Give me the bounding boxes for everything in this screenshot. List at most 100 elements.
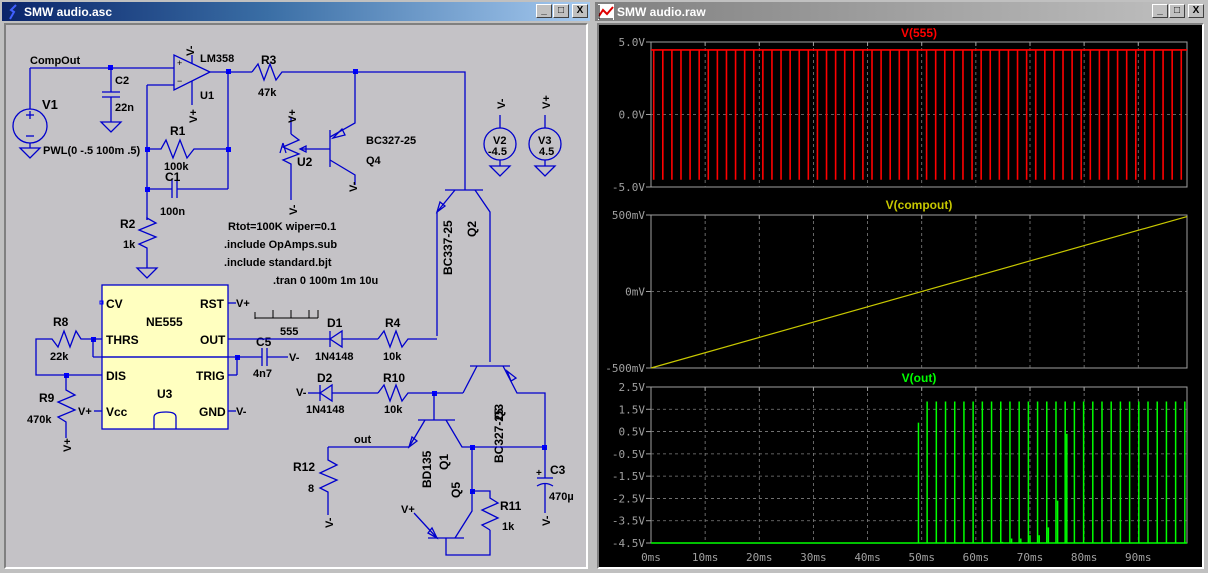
maximize-button[interactable]: □ [1169, 4, 1185, 18]
svg-text:Q1: Q1 [437, 454, 451, 470]
svg-text:8: 8 [308, 483, 314, 495]
x-tick-label: 40ms [854, 551, 881, 564]
minimize-button[interactable]: _ [536, 4, 552, 18]
component-c2[interactable]: C2 22n [99, 68, 134, 133]
y-tick-label: -2.5V [612, 492, 645, 505]
component-c3[interactable]: + V- C3 470µ [536, 447, 574, 526]
svg-text:100n: 100n [160, 206, 185, 218]
svg-text:BD135: BD135 [420, 450, 434, 488]
svg-text:V3: V3 [538, 135, 551, 147]
svg-text:10k: 10k [384, 404, 403, 416]
x-tick-label: 20ms [746, 551, 773, 564]
component-r1[interactable]: R1 100k [145, 124, 231, 173]
svg-text:R2: R2 [120, 217, 136, 231]
component-v3[interactable]: V+ V3 4.5 [528, 95, 562, 177]
close-button[interactable]: X [572, 4, 588, 18]
waveform-viewer-icon [598, 3, 614, 20]
maximize-button[interactable]: □ [553, 4, 569, 18]
component-v1[interactable]: V1 PWL(0 -.5 100m .5) [12, 68, 141, 159]
svg-text:C3: C3 [550, 463, 566, 477]
svg-text:4.5: 4.5 [539, 146, 554, 158]
component-q4[interactable]: V- BC327-25 Q4 [329, 72, 416, 192]
svg-text:Q5: Q5 [449, 482, 463, 498]
y-tick-label: 0.0V [619, 109, 646, 122]
component-r8[interactable]: R8 22k [35, 315, 237, 376]
spice-directives[interactable]: Rtot=100K wiper=0.1 .include OpAmps.sub … [224, 221, 378, 287]
net-label-out: out [354, 434, 371, 446]
y-tick-label: 500mV [612, 209, 645, 222]
window-title: SMW audio.asc [24, 4, 113, 19]
svg-text:V-: V- [288, 204, 300, 215]
component-r11[interactable]: R11 1k [472, 490, 522, 533]
y-tick-label: 5.0V [619, 36, 646, 49]
directive-param: Rtot=100K wiper=0.1 [228, 221, 336, 233]
waveform-titlebar[interactable]: SMW audio.raw _ □ X [595, 2, 1206, 21]
svg-text:RST: RST [200, 297, 225, 311]
svg-text:V-: V- [348, 181, 360, 192]
component-r3[interactable]: R3 47k [251, 53, 466, 190]
schematic-window: SMW audio.asc _ □ X V1 PWL(0 -.5 100m .5… [0, 0, 592, 573]
x-tick-label: 10ms [692, 551, 719, 564]
svg-text:470µ: 470µ [549, 491, 574, 503]
component-q1[interactable]: Q1 BD135 [407, 393, 547, 488]
svg-text:V2: V2 [493, 135, 506, 147]
v1-ref: V1 [42, 97, 58, 112]
component-r2[interactable]: R2 1k [120, 216, 159, 279]
component-r12[interactable]: V- R12 8 [293, 447, 339, 528]
svg-text:BC327-25: BC327-25 [366, 135, 416, 147]
svg-text:+: + [177, 58, 182, 68]
svg-text:DIS: DIS [106, 369, 126, 383]
trace-v555-path [651, 49, 1187, 180]
component-q5[interactable]: V+ Q5 [401, 447, 491, 556]
svg-text:R3: R3 [261, 53, 277, 67]
trace-title: V(compout) [886, 198, 953, 212]
svg-text:100k: 100k [164, 161, 189, 173]
svg-text:V-: V- [185, 45, 197, 56]
svg-text:10k: 10k [383, 351, 402, 363]
directive-include-opamps: .include OpAmps.sub [224, 239, 337, 251]
svg-text:Q2: Q2 [465, 221, 479, 237]
y-tick-label: -0.5V [612, 448, 645, 461]
component-v2[interactable]: V- V2 -4.5 [483, 98, 517, 177]
svg-text:U1: U1 [200, 90, 214, 102]
trace-title: V(out) [902, 371, 937, 385]
directive-tran: .tran 0 100m 1m 10u [273, 275, 378, 287]
svg-text:+: + [536, 468, 542, 479]
svg-text:R10: R10 [383, 371, 405, 385]
component-d2[interactable]: V- D2 1N4148 [296, 371, 378, 416]
svg-text:Vcc: Vcc [106, 405, 128, 419]
svg-text:1k: 1k [123, 239, 136, 251]
svg-text:C2: C2 [115, 75, 129, 87]
waveform-plots[interactable]: 5.0V0.0V-5.0VV(555)500mV0mV-500mVV(compo… [599, 25, 1206, 571]
svg-text:47k: 47k [258, 87, 277, 99]
component-c5[interactable]: V- C5 4n7 [228, 335, 300, 380]
svg-text:NE555: NE555 [146, 315, 183, 329]
component-c1[interactable]: C1 100n [145, 170, 228, 218]
component-r9[interactable]: V+ R9 470k [27, 373, 77, 452]
svg-text:V+: V+ [541, 95, 553, 109]
trace-compout [650, 215, 1188, 369]
svg-text:4n7: 4n7 [253, 368, 272, 380]
close-button[interactable]: X [1188, 4, 1204, 18]
svg-text:U2: U2 [297, 155, 313, 169]
component-d1[interactable]: D1 1N4148 [315, 316, 378, 363]
component-u1[interactable]: + − V- V+ LM358 U1 [173, 45, 234, 123]
component-u2-potentiometer[interactable]: V+ V- U2 [279, 109, 330, 215]
svg-text:BC327-25: BC327-25 [492, 408, 506, 463]
svg-text:LM358: LM358 [200, 53, 234, 65]
svg-text:−: − [177, 76, 182, 86]
component-r10[interactable]: R10 10k [377, 371, 463, 416]
y-tick-label: 0mV [625, 286, 645, 299]
component-q2[interactable]: BC337-25 Q2 [435, 189, 491, 362]
svg-text:Q4: Q4 [366, 155, 382, 167]
minimize-button[interactable]: _ [1152, 4, 1168, 18]
trace-title: V(555) [901, 26, 937, 40]
schematic-titlebar[interactable]: SMW audio.asc _ □ X [2, 2, 590, 21]
component-r4[interactable]: R4 10k [377, 316, 437, 363]
component-q3[interactable]: Q3 BC327-25 [462, 365, 546, 463]
schematic-canvas[interactable]: V1 PWL(0 -.5 100m .5) CompOut C2 22n + −… [4, 23, 588, 569]
schematic-drawing[interactable]: V1 PWL(0 -.5 100m .5) CompOut C2 22n + −… [6, 25, 588, 569]
svg-text:C5: C5 [256, 335, 272, 349]
